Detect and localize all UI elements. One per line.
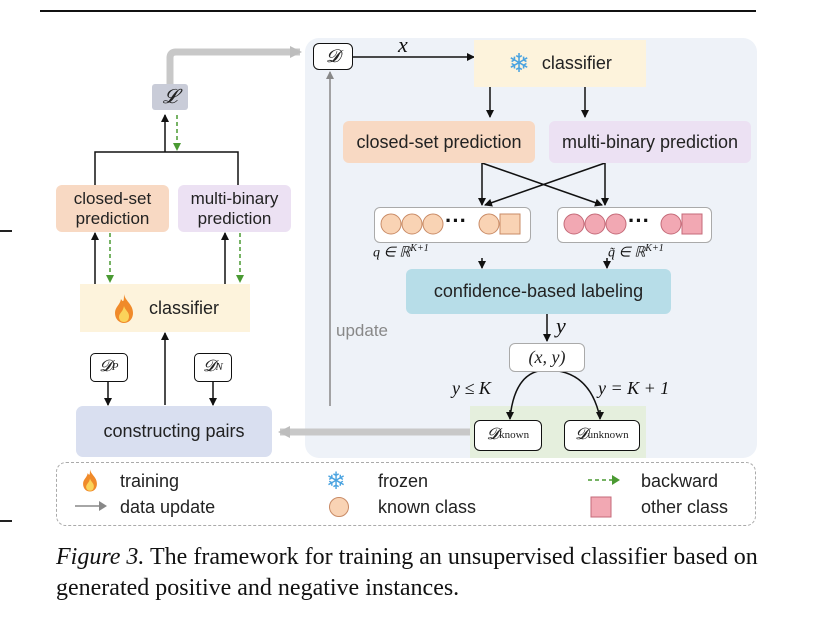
condition-known: y ≤ K bbox=[452, 378, 491, 398]
figure-label: Figure 3. bbox=[56, 544, 145, 570]
multi-binary-prediction-left-label: multi-binary prediction bbox=[190, 188, 279, 228]
q-label-text: q ∈ ℝ bbox=[373, 245, 411, 261]
d-known-symbol: 𝓓 bbox=[486, 426, 500, 444]
legend-snowflake-icon: ❄ bbox=[326, 468, 347, 495]
legend-data-update-arrow-icon bbox=[75, 501, 107, 511]
margin-mark bbox=[0, 230, 12, 232]
legend bbox=[56, 462, 756, 526]
q-ellipsis: ··· bbox=[445, 208, 467, 233]
classifier-training: classifier bbox=[80, 284, 250, 332]
dn-symbol: 𝓓 bbox=[203, 358, 216, 376]
condition-unknown: y = K + 1 bbox=[598, 378, 670, 398]
d-unknown-subscript: unknown bbox=[587, 429, 629, 442]
legend-flame-icon bbox=[83, 469, 97, 492]
caption-text: The framework for training an unsupervis… bbox=[56, 544, 758, 601]
dp-symbol: 𝓓 bbox=[99, 358, 112, 376]
closed-set-prediction-right-label: closed-set prediction bbox=[356, 131, 522, 152]
dataset-symbol: 𝓓 bbox=[326, 46, 340, 67]
d-unknown-symbol: 𝓓 bbox=[575, 426, 588, 444]
confidence-based-labeling: confidence-based labeling bbox=[406, 269, 671, 314]
constructing-pairs-label: constructing pairs bbox=[103, 421, 245, 442]
qtilde-label-sup: K+1 bbox=[645, 243, 664, 254]
dataset-node: 𝓓 bbox=[313, 43, 353, 70]
loss-symbol: 𝓛 bbox=[162, 85, 178, 108]
q-label-sup: K+1 bbox=[410, 243, 429, 254]
multi-binary-prediction-left: multi-binary prediction bbox=[178, 185, 291, 232]
qtilde-ellipsis: ··· bbox=[628, 208, 650, 233]
dp-subscript: P bbox=[111, 361, 119, 374]
qtilde-label: q̃ ∈ ℝK+1 bbox=[608, 243, 664, 262]
closed-set-prediction-right: closed-set prediction bbox=[343, 121, 535, 163]
multi-binary-prediction-right-label: multi-binary prediction bbox=[561, 131, 739, 152]
classifier-training-label: classifier bbox=[148, 297, 219, 318]
pair-node: (x, y) bbox=[509, 343, 585, 372]
legend-known-class-icon bbox=[329, 497, 349, 517]
q-vector-cells bbox=[380, 213, 521, 235]
q-label: q ∈ ℝK+1 bbox=[373, 243, 429, 262]
multi-binary-prediction-right: multi-binary prediction bbox=[549, 121, 751, 163]
closed-set-prediction-left-label: closed-set prediction bbox=[73, 188, 152, 228]
legend-backward-arrow-icon bbox=[588, 475, 620, 485]
update-label: update bbox=[336, 321, 388, 340]
pair-label: (x, y) bbox=[528, 347, 566, 368]
d-known-subscript: known bbox=[499, 429, 530, 442]
y-label: y bbox=[556, 313, 566, 338]
legend-training: training bbox=[120, 471, 180, 491]
loss-node: 𝓛 bbox=[152, 84, 188, 110]
confidence-based-labeling-label: confidence-based labeling bbox=[433, 281, 644, 302]
qtilde-vector-cells bbox=[563, 213, 703, 235]
qtilde-label-text: q̃ ∈ ℝ bbox=[608, 245, 646, 261]
legend-data-update: data update bbox=[120, 497, 216, 517]
dn-subscript: N bbox=[215, 361, 223, 374]
constructing-pairs: constructing pairs bbox=[76, 406, 272, 457]
legend-other-class: other class bbox=[641, 497, 729, 517]
snowflake-icon: ❄ bbox=[508, 47, 530, 78]
legend-backward: backward bbox=[641, 471, 719, 491]
legend-known-class: known class bbox=[378, 497, 477, 517]
legend-other-class-icon bbox=[590, 496, 612, 518]
classifier-frozen-label: classifier bbox=[541, 53, 612, 74]
figure-caption: Figure 3. The framework for training an … bbox=[56, 542, 776, 604]
legend-frozen: frozen bbox=[378, 471, 429, 491]
main-pipeline-panel bbox=[305, 38, 757, 458]
top-rule bbox=[40, 10, 756, 12]
flame-icon bbox=[114, 294, 133, 323]
margin-mark bbox=[0, 520, 12, 522]
classifier-frozen: ❄ classifier bbox=[474, 40, 646, 87]
x-label: x bbox=[398, 32, 408, 57]
closed-set-prediction-left: closed-set prediction bbox=[56, 185, 169, 232]
